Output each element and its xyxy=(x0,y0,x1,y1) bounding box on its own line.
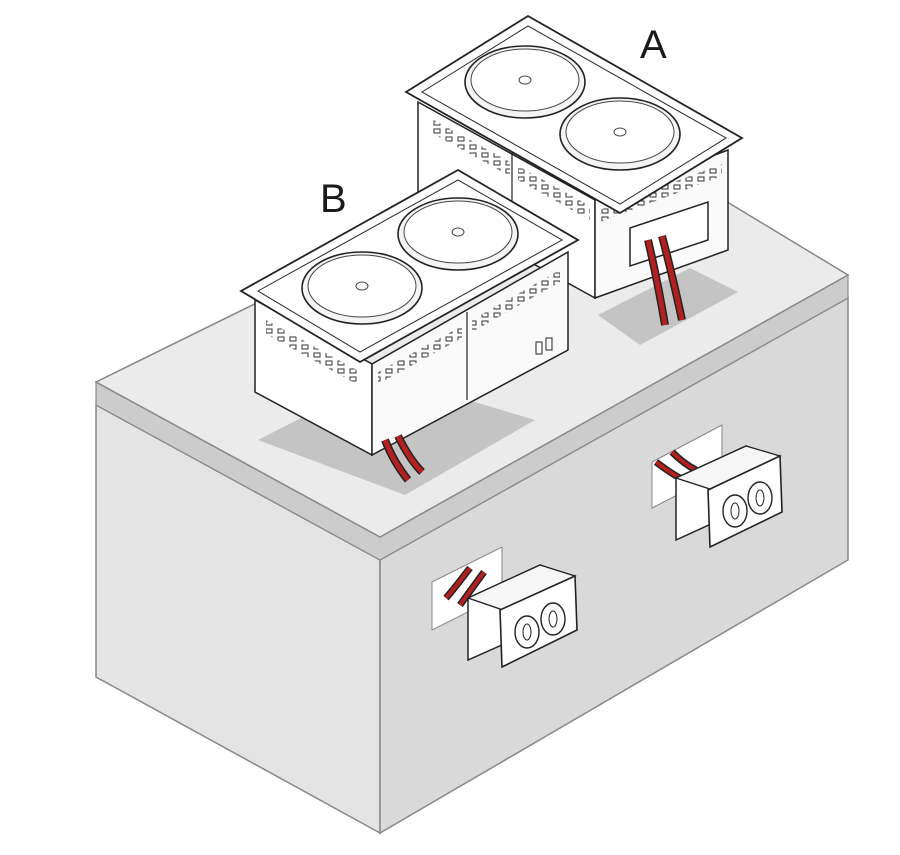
hot-plate-icon xyxy=(301,251,423,325)
power-cable-icon xyxy=(644,234,686,326)
hot-plate-icon xyxy=(464,45,586,119)
control-box-b xyxy=(431,546,578,669)
control-box-a xyxy=(651,424,783,549)
control-knob-icon xyxy=(722,494,748,528)
hot-plate-icon xyxy=(559,97,681,171)
power-cable-icon xyxy=(381,434,425,483)
control-knob-icon xyxy=(514,615,540,649)
control-knob-icon xyxy=(540,602,566,636)
cooktop-unit-b xyxy=(239,168,580,483)
power-cable-icon xyxy=(443,565,487,608)
control-knob-icon xyxy=(747,481,773,515)
hot-plate-icon xyxy=(397,197,519,271)
label-unit-b: B xyxy=(320,177,347,221)
label-unit-a: A xyxy=(640,23,667,67)
cutout-a xyxy=(598,268,738,345)
